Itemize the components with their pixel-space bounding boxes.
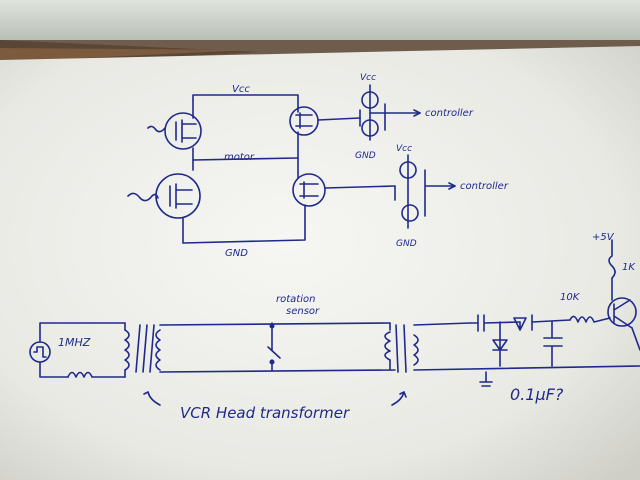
label-gnd: GND — [225, 248, 248, 259]
label-transformer-caption: VCR Head transformer — [180, 404, 350, 422]
label-1k: 1K — [622, 262, 636, 273]
mosfet-bottom-left — [155, 173, 201, 219]
label-rotation: rotation — [276, 294, 315, 305]
pencil — [0, 48, 250, 62]
driver-stage-2: Vcc GND controller — [394, 144, 509, 249]
label-vcc-r2: Vcc — [396, 144, 412, 154]
driver2-transistor-lower — [401, 204, 419, 222]
mosfet-top-left — [164, 112, 202, 150]
label-10k: 10K — [560, 292, 581, 303]
label-motor: motor — [224, 152, 255, 163]
label-vcc-top: Vcc — [232, 84, 250, 95]
driver2-transistor-upper — [399, 161, 417, 179]
label-controller-1: controller — [425, 108, 474, 119]
label-gnd-r1: GND — [355, 151, 376, 161]
output-transistor — [607, 297, 637, 327]
label-cap: 0.1µF? — [510, 385, 564, 404]
label-freq: 1MHZ — [58, 336, 91, 349]
label-gnd-r2: GND — [396, 239, 417, 249]
label-vcc-r1: Vcc — [360, 73, 376, 83]
label-plus5v: +5V — [592, 232, 615, 243]
label-controller-2: controller — [460, 181, 509, 192]
h-bridge-schematic: Vcc motor GND — [127, 84, 396, 259]
transformer-schematic: 1MHZ rotation sensor 10K +5V 1K 0.1µF? V… — [29, 232, 640, 422]
driver-stage-1: Vcc GND controller — [355, 73, 474, 161]
binder-top — [0, 0, 640, 40]
mosfet-top-right — [289, 106, 319, 136]
label-sensor: sensor — [286, 306, 320, 317]
driver1-transistor-lower — [361, 119, 379, 137]
driver1-transistor-upper — [361, 91, 379, 109]
mosfet-bottom-right — [292, 173, 326, 207]
